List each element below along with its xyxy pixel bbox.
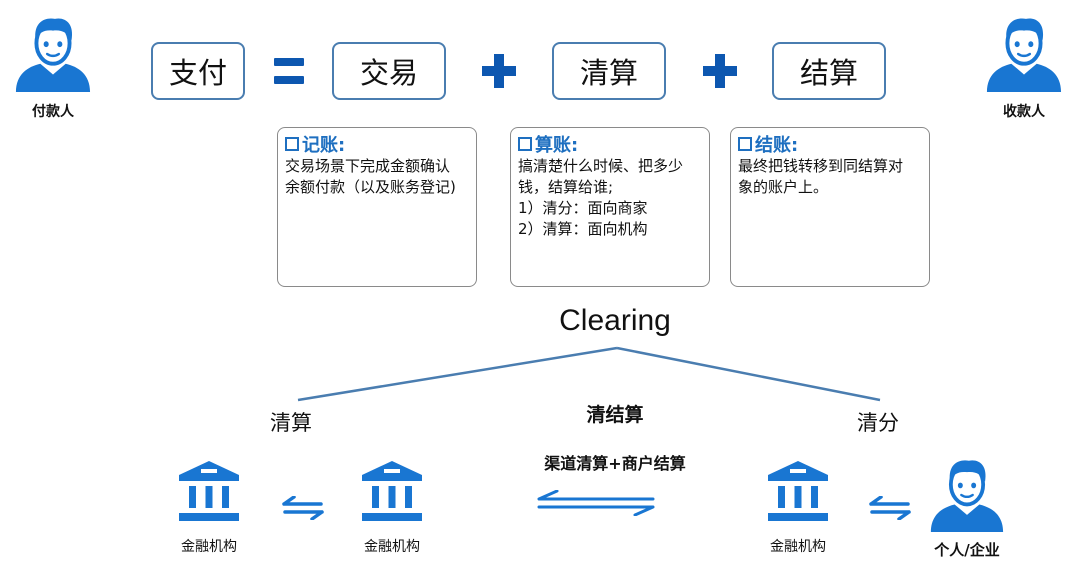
note-accounting: 算账: 搞清楚什么时候、把多少 钱，结算给谁; 1）清分：面向商家 2）清算：面… bbox=[510, 127, 710, 287]
equals-icon bbox=[274, 58, 304, 84]
note-line: 交易场景下完成金额确认 bbox=[285, 157, 451, 175]
end-party-person-icon bbox=[928, 456, 1006, 532]
note-settle-account: 结账: 最终把钱转移到同结算对 象的账户上。 bbox=[730, 127, 930, 287]
note-title: 结账: bbox=[738, 132, 922, 156]
note-line: 最终把钱转移到同结算对 bbox=[738, 157, 904, 175]
payer-person-icon bbox=[14, 14, 92, 92]
checkbox-icon bbox=[285, 137, 299, 151]
clearing-middle-sub: 渠道清算+商户结算 bbox=[544, 454, 686, 473]
clearing-title: Clearing bbox=[559, 304, 671, 337]
note-line: 象的账户上。 bbox=[738, 178, 829, 196]
note-bookkeeping: 记账: 交易场景下完成金额确认 余额付款（以及账务登记) bbox=[277, 127, 477, 287]
clearing-right-label: 清分 bbox=[857, 411, 899, 435]
checkbox-icon bbox=[738, 137, 752, 151]
bank-icon bbox=[177, 459, 241, 523]
term-clearing: 清算 bbox=[552, 42, 666, 100]
clearing-left-label: 清算 bbox=[270, 411, 312, 435]
bank-label: 金融机构 bbox=[770, 539, 826, 555]
note-line: 余额付款（以及账务登记) bbox=[285, 178, 456, 196]
bank-icon bbox=[360, 459, 424, 523]
clearing-middle-label: 清结算 bbox=[586, 404, 644, 426]
plus-icon bbox=[703, 54, 737, 88]
swap-icon bbox=[281, 496, 325, 520]
note-title-text: 算账: bbox=[535, 135, 579, 156]
term-settlement: 结算 bbox=[772, 42, 886, 100]
swap-icon bbox=[868, 496, 912, 520]
note-line: 钱，结算给谁; bbox=[518, 178, 614, 196]
bank-icon bbox=[766, 459, 830, 523]
note-line: 搞清楚什么时候、把多少 bbox=[518, 157, 684, 175]
bank-label: 金融机构 bbox=[181, 539, 237, 555]
end-party-label: 个人/企业 bbox=[934, 541, 1000, 559]
note-line: 2）清算：面向机构 bbox=[518, 220, 648, 238]
bank-label: 金融机构 bbox=[364, 539, 420, 555]
payer-label: 付款人 bbox=[32, 104, 74, 120]
term-transaction: 交易 bbox=[332, 42, 446, 100]
note-line: 1）清分：面向商家 bbox=[518, 199, 648, 217]
swap-arrows-icon bbox=[537, 490, 655, 516]
term-payment: 支付 bbox=[151, 42, 245, 100]
note-title: 记账: bbox=[285, 132, 469, 156]
note-title-text: 结账: bbox=[755, 135, 799, 156]
payee-person-icon bbox=[985, 14, 1063, 92]
payee-label: 收款人 bbox=[1003, 104, 1045, 120]
plus-icon bbox=[482, 54, 516, 88]
note-title: 算账: bbox=[518, 132, 702, 156]
checkbox-icon bbox=[518, 137, 532, 151]
note-title-text: 记账: bbox=[302, 135, 346, 156]
